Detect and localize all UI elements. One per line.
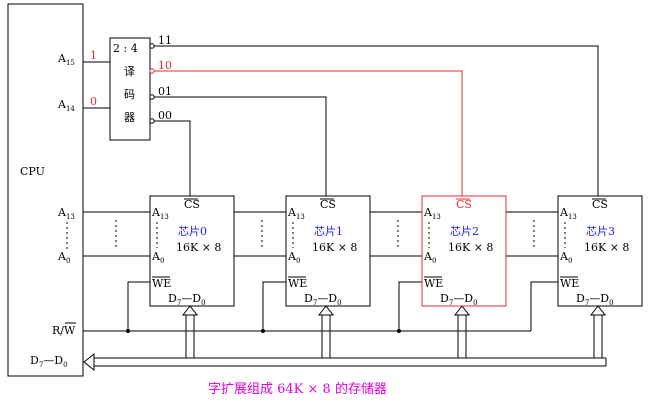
chip-0-cs: CS xyxy=(184,198,200,211)
chip-2-cs: CS xyxy=(456,198,472,211)
data-bus xyxy=(92,357,606,367)
chip-3-we: WE xyxy=(560,277,579,290)
chip-0-we: WE xyxy=(152,277,171,290)
cpu-block xyxy=(7,3,84,377)
decoder-output-11: 11 xyxy=(158,34,172,47)
chip-2-spec: 16K × 8 xyxy=(448,241,493,254)
chip-3-a13: A13 xyxy=(559,206,577,221)
chip-1-data: D7—D0 xyxy=(304,292,342,307)
decoder-input-a14-value: 0 xyxy=(90,95,97,108)
chip-2-we: WE xyxy=(424,277,443,290)
decoder-char-2: 码 xyxy=(124,88,135,101)
chip-2: CS A13 芯片2 16K × 8 A0 WE D7—D0 xyxy=(421,195,507,307)
cpu-pin-data: D7—D0 xyxy=(30,354,68,369)
chip-2-name: 芯片2 xyxy=(450,224,479,238)
chip-3-name: 芯片3 xyxy=(586,224,615,238)
decoder-out-bubble-01 xyxy=(149,94,155,100)
chip-1-a13: A13 xyxy=(287,206,305,221)
chip-1-name: 芯片1 xyxy=(314,224,343,238)
cpu-pin-a13: A13 xyxy=(57,206,75,221)
decoder-char-3: 器 xyxy=(124,111,135,124)
decoder-output-10: 10 xyxy=(158,59,172,72)
chip-3-spec: 16K × 8 xyxy=(584,241,629,254)
decoder-out-bubble-00 xyxy=(149,118,155,124)
cpu-pin-rw: R/W xyxy=(52,324,76,337)
chip-0-name: 芯片0 xyxy=(178,224,207,238)
chip-3-a0: A0 xyxy=(559,250,572,265)
chip-1-we: WE xyxy=(288,277,307,290)
decoder-output-01: 01 xyxy=(158,85,172,98)
chip-3: CS A13 芯片3 16K × 8 A0 WE D7—D0 xyxy=(557,195,643,307)
chip-1-spec: 16K × 8 xyxy=(312,241,357,254)
cpu-label: CPU xyxy=(20,165,45,178)
decoder-block xyxy=(109,37,151,141)
decoder-char-1: 译 xyxy=(124,65,135,78)
chip-3-cs: CS xyxy=(592,198,608,211)
chip-2-a0: A0 xyxy=(423,250,436,265)
chip-0-spec: 16K × 8 xyxy=(176,241,221,254)
decoder-input-a15-value: 1 xyxy=(90,49,97,62)
chip-2-a13: A13 xyxy=(423,206,441,221)
cpu-pin-a15: A15 xyxy=(57,52,75,67)
chip-1-a0: A0 xyxy=(287,250,300,265)
cpu-pin-a0: A0 xyxy=(57,250,70,265)
chip-3-data: D7—D0 xyxy=(576,292,614,307)
chip-1: CS A13 芯片1 16K × 8 A0 WE D7—D0 xyxy=(285,195,371,307)
chip-0-a13: A13 xyxy=(151,206,169,221)
chip-0: CS A13 芯片0 16K × 8 A0 WE D7—D0 xyxy=(149,195,235,307)
decoder-out-bubble-11 xyxy=(149,43,155,49)
decoder-out-bubble-10 xyxy=(149,68,155,74)
chip-0-a0: A0 xyxy=(151,250,164,265)
decoder-output-00: 00 xyxy=(158,109,172,122)
decoder-title: 2 : 4 xyxy=(113,42,138,55)
chip-1-cs: CS xyxy=(320,198,336,211)
data-bus-arrow-left xyxy=(83,352,95,372)
chip-0-data: D7—D0 xyxy=(168,292,206,307)
cpu-pin-a14: A14 xyxy=(57,98,75,113)
diagram-caption: 字扩展组成 64K × 8 的存储器 xyxy=(208,381,387,397)
chip-2-data: D7—D0 xyxy=(440,292,478,307)
